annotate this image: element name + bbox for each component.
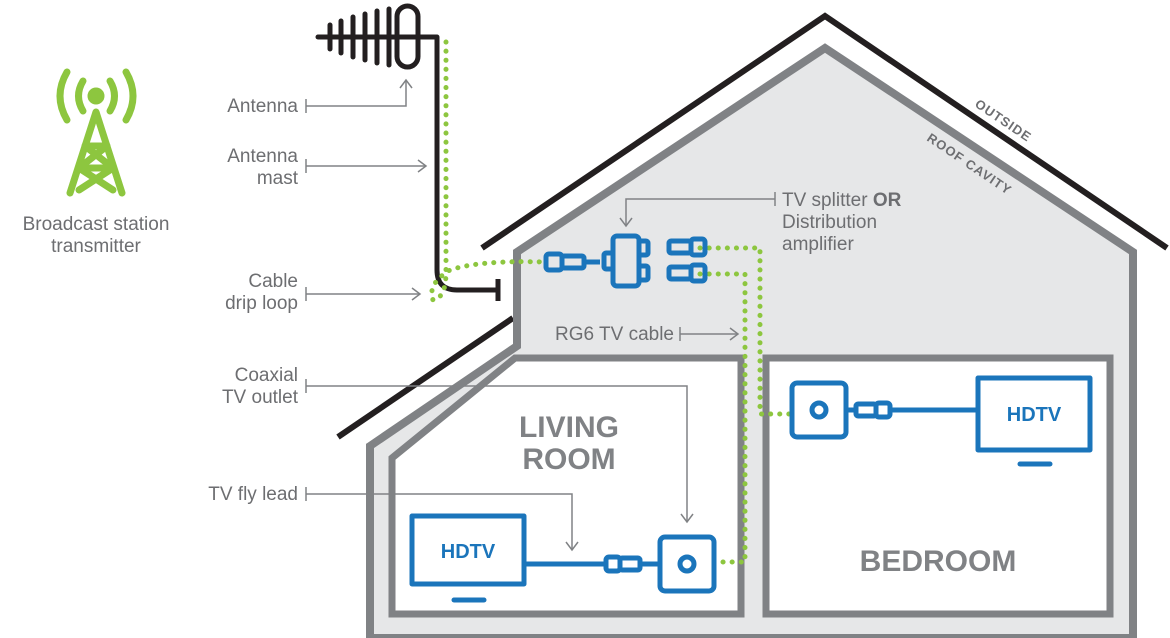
living-room-hdtv bbox=[409, 513, 527, 587]
bedroom-hdtv-label: HDTV bbox=[1007, 404, 1062, 426]
mast-label-line2: mast bbox=[257, 168, 299, 189]
drip-loop-label-line1: Cable bbox=[248, 271, 298, 292]
coaxial-outlet-label-line2: TV outlet bbox=[222, 387, 299, 408]
splitter-label-line2: Distribution bbox=[782, 212, 877, 233]
house bbox=[336, 12, 1169, 638]
living-room-hdtv-label: HDTV bbox=[441, 541, 496, 563]
roof-eave-left bbox=[336, 315, 515, 440]
bedroom-hdtv bbox=[975, 375, 1093, 453]
transmitter-icon bbox=[56, 68, 137, 197]
living-room-label-line2: ROOM bbox=[522, 443, 615, 476]
splitter-label-line3: amplifier bbox=[782, 234, 854, 255]
coaxial-outlet-label-line1: Coaxial bbox=[235, 365, 298, 386]
fly-lead-label: TV fly lead bbox=[208, 484, 298, 505]
transmitter-label-line2: transmitter bbox=[51, 236, 141, 257]
living-room-equipment bbox=[409, 513, 717, 603]
bedroom bbox=[762, 354, 1114, 618]
drip-loop-label-line2: drip loop bbox=[225, 293, 298, 314]
antenna-icon bbox=[315, 3, 440, 70]
bedroom-label: BEDROOM bbox=[860, 545, 1017, 578]
tv-splitter bbox=[543, 233, 708, 289]
antenna-label: Antenna bbox=[227, 96, 298, 117]
splitter-label-line1: TV splitter OR bbox=[782, 190, 902, 211]
antenna-mast bbox=[434, 37, 498, 293]
splitter-label-text: TV splitter bbox=[782, 190, 873, 211]
leader-lines bbox=[305, 78, 776, 552]
rg6-cable bbox=[429, 39, 793, 565]
roof-outline bbox=[480, 12, 1169, 251]
mast-label-line1: Antenna bbox=[227, 146, 298, 167]
splitter-label-or: OR bbox=[873, 190, 902, 211]
living-room bbox=[388, 354, 745, 618]
bedroom-equipment bbox=[789, 375, 1093, 467]
living-room-label-line1: LIVING bbox=[519, 411, 619, 444]
living-room-wall-outlet bbox=[657, 534, 717, 594]
transmitter-label-line1: Broadcast station bbox=[23, 214, 170, 235]
rg6-cable-label: RG6 TV cable bbox=[555, 324, 674, 345]
